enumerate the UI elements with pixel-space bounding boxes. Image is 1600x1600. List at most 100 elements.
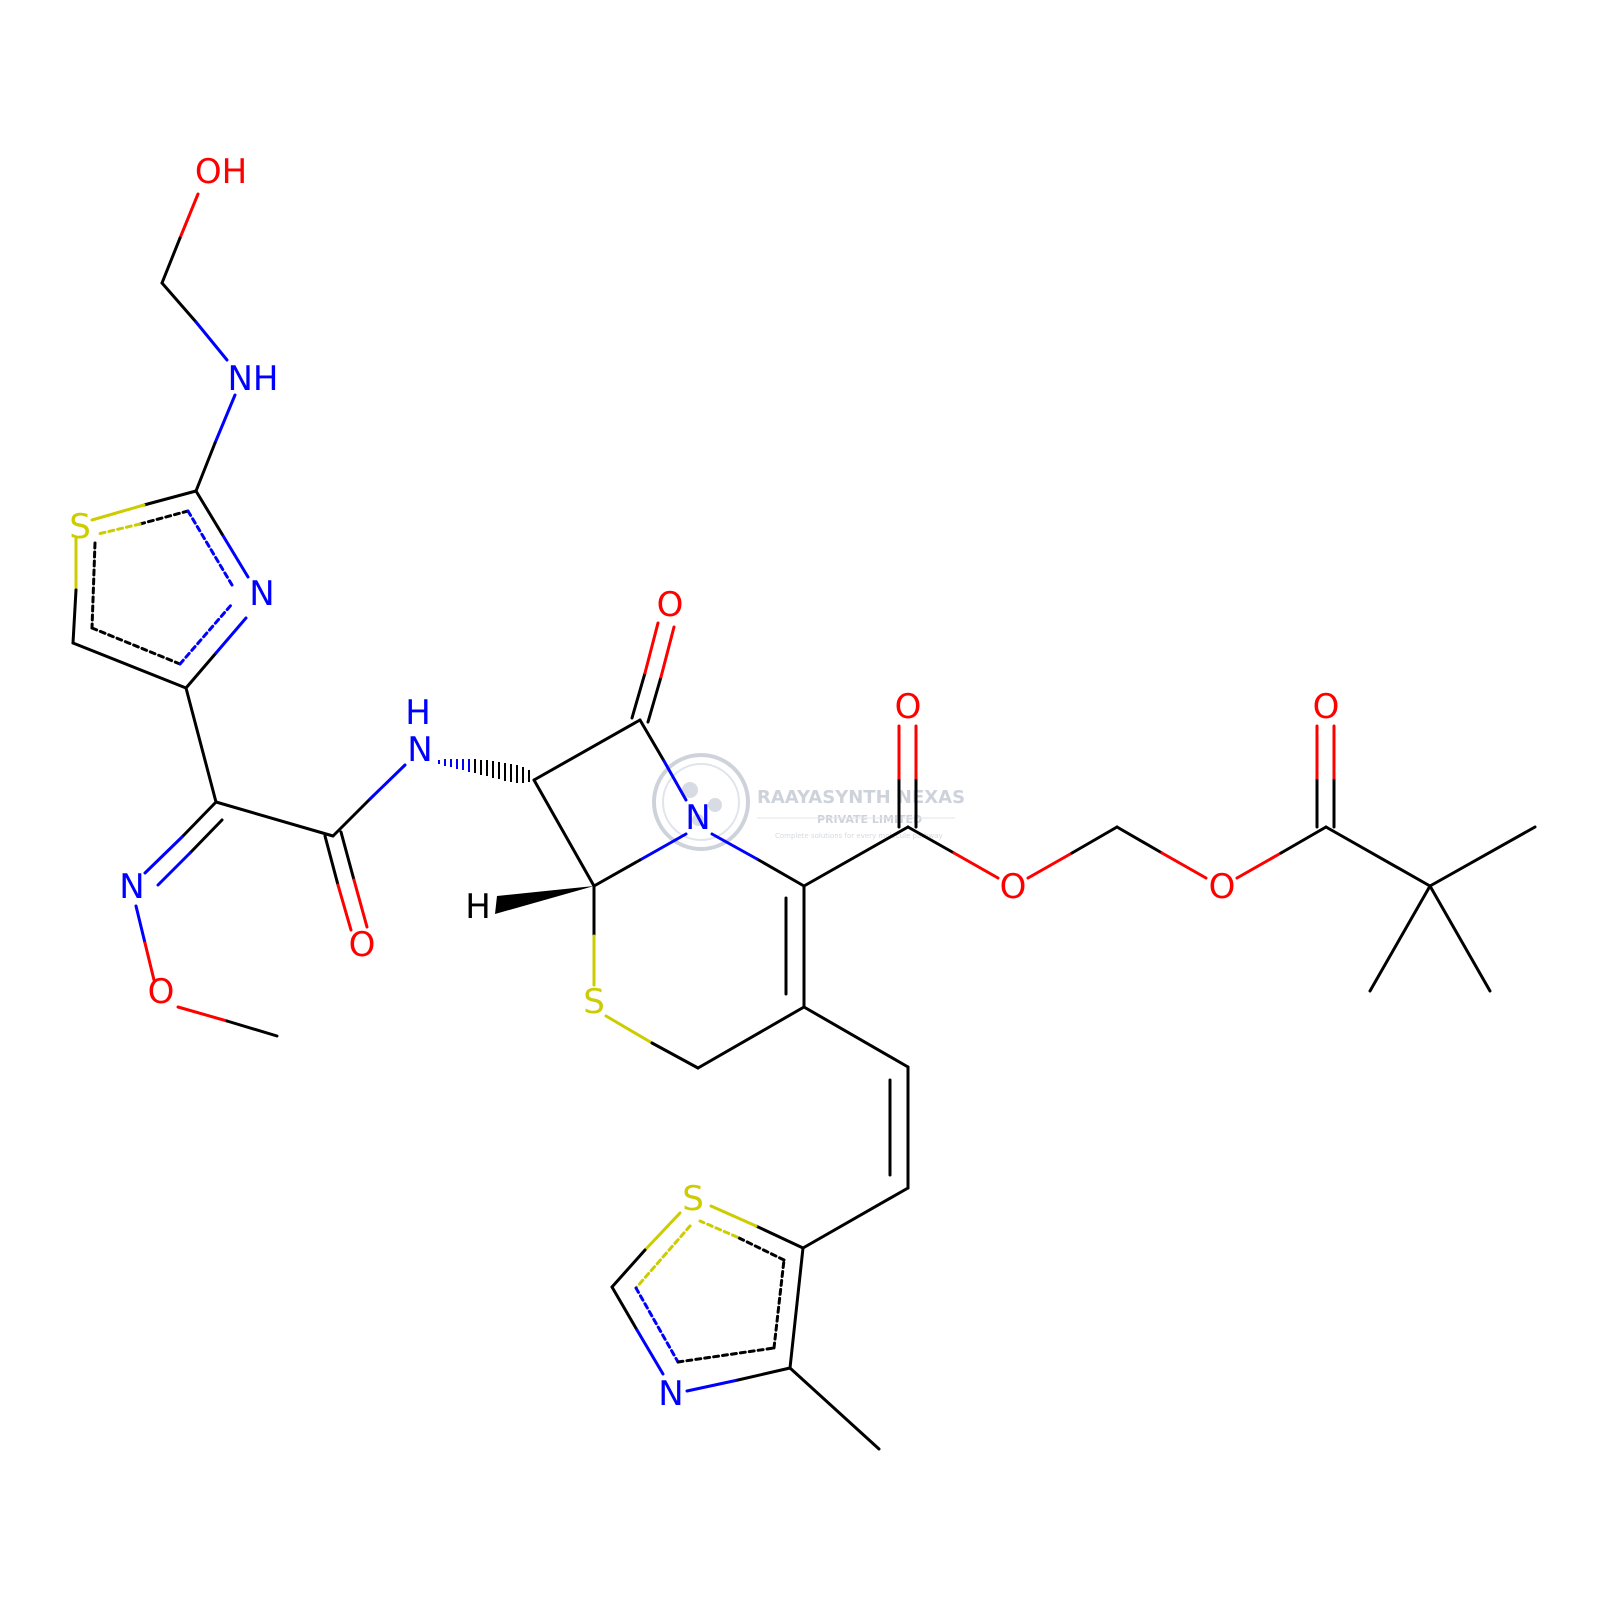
bond <box>213 393 237 445</box>
bond <box>143 835 184 875</box>
bond <box>71 641 188 690</box>
bond <box>646 675 663 724</box>
bond <box>635 1328 665 1376</box>
bond <box>802 825 910 888</box>
atom-o-ester: O <box>1000 867 1027 907</box>
bond <box>1428 884 1492 993</box>
bond <box>225 1019 279 1038</box>
bond <box>180 800 218 839</box>
bond <box>1235 851 1283 880</box>
bond <box>735 1235 786 1262</box>
bond <box>685 1378 740 1393</box>
bond <box>532 778 596 888</box>
bond <box>143 941 156 982</box>
bond <box>90 503 146 522</box>
atom-nh-methylamino: NH <box>228 359 279 399</box>
bond <box>788 1246 805 1370</box>
watermark-company: RAAYASYNTH NEXAS <box>757 787 965 808</box>
bond <box>352 878 369 929</box>
bond <box>802 1005 910 1069</box>
bond <box>339 830 356 882</box>
bond <box>952 851 1000 880</box>
bond <box>156 851 192 887</box>
bond <box>592 858 642 888</box>
atom-s-cephem: S <box>583 982 605 1022</box>
atom-n-methylthiazole: N <box>658 1374 683 1414</box>
atom-labels: OH NH S N H N O N H N O O S O O O O S N <box>69 152 1339 1414</box>
bond <box>1428 825 1537 888</box>
bond <box>160 236 182 285</box>
bond <box>214 616 248 655</box>
atom-nh-amide: H <box>405 693 431 733</box>
bond <box>736 1366 792 1382</box>
bond <box>755 857 806 888</box>
atom-n-lactam: N <box>685 798 710 838</box>
bond <box>71 588 78 645</box>
bond <box>1368 884 1432 993</box>
bonds <box>71 192 1537 1451</box>
bond <box>178 602 234 666</box>
bond <box>634 1286 680 1364</box>
bond <box>1324 825 1432 888</box>
atom-o-amide: O <box>349 925 376 965</box>
bond <box>772 1258 786 1350</box>
bond <box>142 489 198 507</box>
bond <box>634 1224 692 1290</box>
watermark-tagline: Complete solutions for every molecule pa… <box>775 832 943 840</box>
hashed-wedge-bond <box>438 759 530 783</box>
bond <box>184 686 218 804</box>
bond <box>178 192 200 240</box>
atom-o-pivaloyl: O <box>1313 687 1340 727</box>
atom-o-oxime: O <box>148 972 175 1012</box>
atom-s-aminothiazole: S <box>69 507 91 547</box>
watermark-line2: PRIVATE LIMITED <box>817 813 922 826</box>
bond <box>323 834 340 887</box>
bond <box>650 1041 700 1070</box>
bond <box>90 626 182 666</box>
bond <box>336 883 353 932</box>
atom-o-carbonyl-ester: O <box>895 687 922 727</box>
bond <box>754 1224 805 1250</box>
bond <box>220 532 250 579</box>
bond <box>710 832 759 861</box>
bond <box>134 904 147 945</box>
bond <box>184 651 218 690</box>
bond <box>630 671 647 720</box>
bond <box>368 763 407 801</box>
bond <box>698 1219 739 1239</box>
bond <box>610 1285 639 1332</box>
bond <box>1026 851 1074 880</box>
bond <box>801 1186 910 1250</box>
bond <box>709 1204 758 1228</box>
bond <box>1115 825 1164 855</box>
atom-nh-amide-n: N <box>407 730 432 770</box>
bond <box>188 818 224 855</box>
bond <box>532 718 642 782</box>
bond <box>138 509 190 526</box>
atom-n-oxime: N <box>119 867 144 907</box>
atom-h-stereo: H <box>465 887 491 927</box>
bond <box>90 541 97 630</box>
bond <box>1279 825 1328 855</box>
bond <box>194 320 229 362</box>
bond <box>604 1014 654 1045</box>
bond <box>676 1346 776 1364</box>
molecule-logo-icon <box>652 753 750 851</box>
bond <box>638 718 666 763</box>
bond <box>643 621 660 675</box>
bond <box>659 625 676 679</box>
atom-n-aminothiazole: N <box>249 574 274 614</box>
atom-oh: OH <box>195 152 247 192</box>
bond <box>331 797 372 838</box>
bond <box>194 441 217 493</box>
bond <box>176 1005 229 1023</box>
bond <box>194 489 224 536</box>
bond <box>788 1366 881 1451</box>
bond <box>906 825 956 855</box>
watermark: RAAYASYNTH NEXAS PRIVATE LIMITED Complet… <box>652 753 965 851</box>
bond <box>186 509 234 587</box>
bond <box>662 759 688 802</box>
bond <box>1160 851 1208 880</box>
bond <box>160 281 198 324</box>
